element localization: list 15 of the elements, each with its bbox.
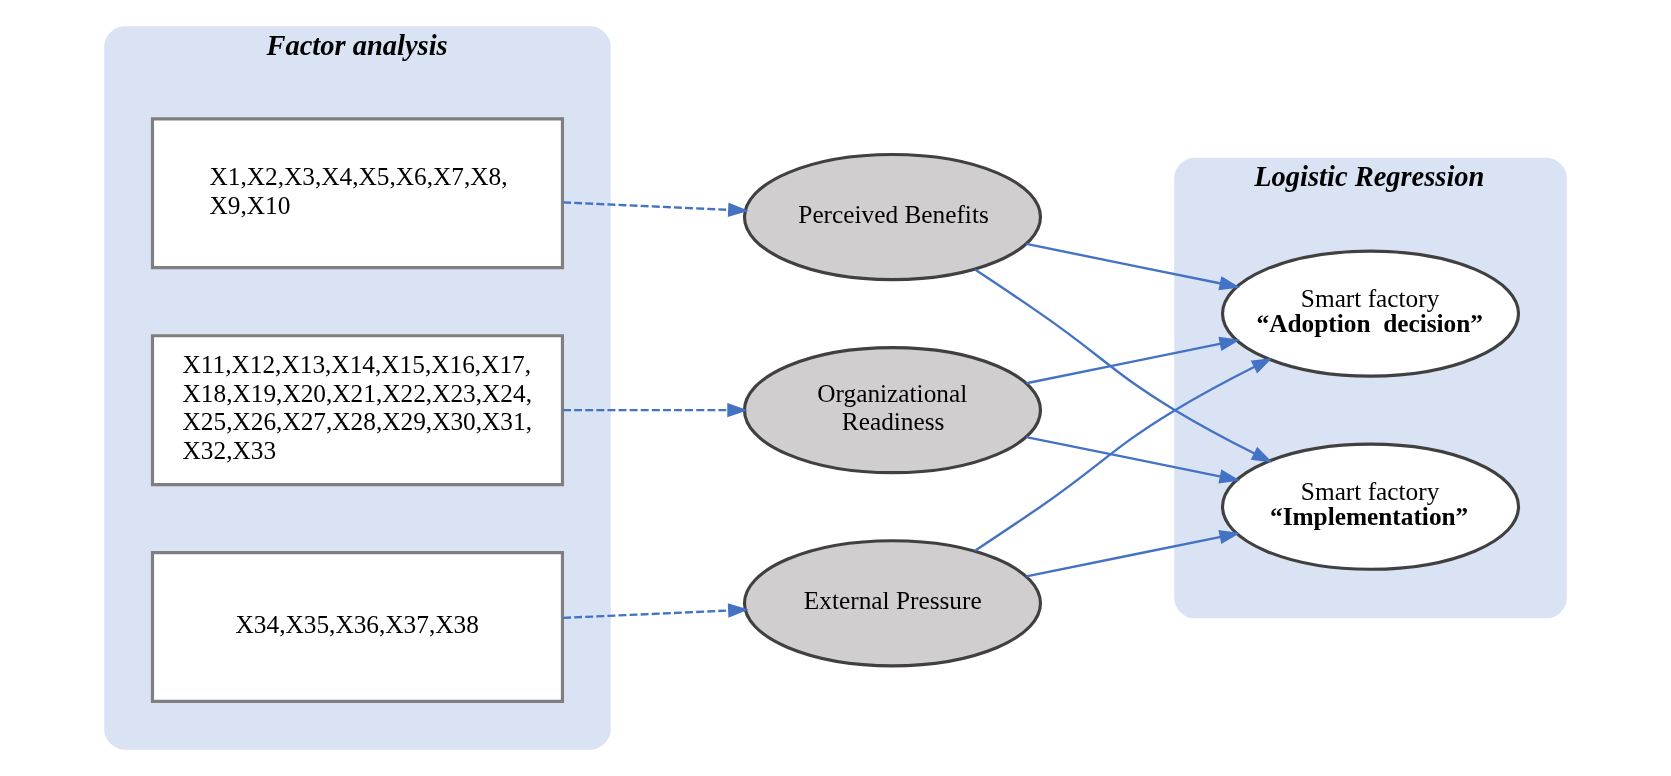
node-ellipse: External Pressure [742,539,1043,668]
arrow [1026,529,1241,578]
node-box: X34,X35,X36,X37,X38 [150,551,565,703]
arrow [974,268,1273,463]
node-ellipse: Perceived Benefits [742,152,1043,282]
arrow [563,402,748,418]
node-box: X1,X2,X3,X4,X5,X6,X7,X8, X9,X10 [150,117,565,270]
node-box: X11,X12,X13,X14,X15,X16,X17, X18,X19,X20,X21,X22,X23,X24, X25,X26,X27,X28,X29,X30,X31, X32,X33 [150,334,565,487]
arrow [1026,435,1241,484]
arrow [974,357,1273,552]
arrow [1026,242,1241,291]
arrow [1026,336,1241,385]
arrow [563,603,749,620]
arrow [563,201,749,217]
node-ellipse: Organizational Readiness [742,346,1043,475]
